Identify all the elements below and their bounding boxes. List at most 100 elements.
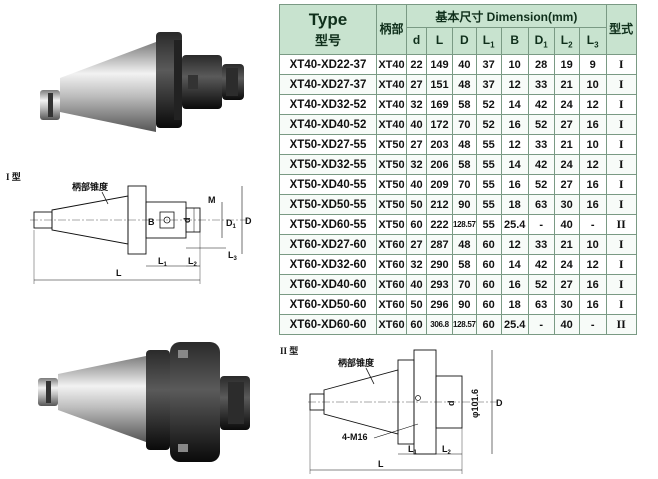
dimension-col-header: D (452, 27, 477, 55)
dimension-cell: 42 (527, 94, 555, 115)
dimension-cell: 32 (406, 94, 427, 115)
dimension-cell: 60 (475, 234, 502, 255)
dimension-cell: 209 (426, 174, 453, 195)
label-d-2: d (446, 401, 456, 407)
dimension-cell: 212 (426, 194, 453, 215)
dimension-col-header: d (406, 27, 427, 55)
drawing-type-1: I 型 柄部锥度 B d M D1 D L3 L1 L2 (6, 171, 252, 284)
model-cell: XT60-XD40-60 (279, 274, 377, 295)
dimension-cell: 90 (452, 194, 477, 215)
dimension-cell: 27 (553, 114, 580, 135)
dimension-cell: 30 (553, 194, 580, 215)
dimension-cell: 25.4 (500, 214, 529, 235)
dimension-cell: 27 (553, 274, 580, 295)
label-d: d (182, 218, 192, 224)
label-L1-2: L1 (408, 444, 418, 456)
label-M: M (208, 195, 216, 205)
dimension-cell: 40 (553, 214, 580, 235)
dimension-cell: 40 (452, 54, 477, 75)
dimension-cell: 48 (452, 74, 477, 95)
dimension-cell: 16 (578, 174, 607, 195)
label-D-2: D (496, 398, 503, 408)
shank-cell: XT60 (376, 314, 407, 335)
model-cell: XT60-XD27-60 (279, 234, 377, 255)
dimension-cell: 14 (500, 154, 529, 175)
type-header-cn: 型号 (314, 33, 341, 48)
dimension-cell: 40 (406, 174, 427, 195)
left-panel: I 型 柄部锥度 B d M D1 D L3 L1 L2 (0, 0, 278, 479)
dimension-cell: 70 (452, 174, 477, 195)
dimension-cell: 40 (553, 314, 580, 335)
form-cell: I (605, 134, 637, 155)
dimension-cell: 306.8 (426, 314, 453, 335)
dimension-col-header: L (426, 27, 453, 55)
dimension-cell: 55 (475, 194, 502, 215)
taper-label-2: 柄部锥度 (338, 357, 375, 368)
dimension-cell: 37 (475, 54, 502, 75)
model-cell: XT50-XD50-55 (279, 194, 377, 215)
form-cell: I (605, 154, 637, 175)
model-cell: XT40-XD22-37 (279, 54, 377, 75)
dimension-cell: 60 (475, 294, 502, 315)
dimension-cell: 27 (406, 134, 427, 155)
dimension-cell: 60 (406, 214, 427, 235)
dimension-cell: 14 (500, 94, 529, 115)
dimension-cell: 21 (553, 134, 580, 155)
dimension-col-header: L2 (553, 27, 580, 55)
dimension-cell: 12 (500, 74, 529, 95)
dimension-cell: 9 (578, 54, 607, 75)
model-cell: XT50-XD60-55 (279, 214, 377, 235)
model-cell: XT60-XD50-60 (279, 294, 377, 315)
dimension-header: 基本尺寸 Dimension(mm) (406, 4, 607, 28)
label-B: B (148, 217, 155, 227)
dimension-cell: 27 (553, 174, 580, 195)
dimension-col-header: L3 (578, 27, 607, 55)
dimension-cell: 33 (527, 74, 555, 95)
dimension-cell: 48 (452, 234, 477, 255)
dimension-cell: 10 (500, 54, 529, 75)
dimension-cell: 149 (426, 54, 453, 75)
dimension-col-header: L1 (475, 27, 502, 55)
shank-cell: XT50 (376, 174, 407, 195)
dimension-cell: - (527, 214, 555, 235)
shank-cell: XT50 (376, 194, 407, 215)
dimension-cell: 24 (553, 154, 580, 175)
model-cell: XT50-XD40-55 (279, 174, 377, 195)
dimension-cell: 290 (426, 254, 453, 275)
dimension-cell: - (527, 314, 555, 335)
dimension-cell: 33 (527, 134, 555, 155)
shank-cell: XT60 (376, 254, 407, 275)
dimension-cell: 50 (406, 194, 427, 215)
dimension-cell: 16 (578, 194, 607, 215)
label-pcd: φ101.6 (470, 389, 480, 418)
shank-cell: XT40 (376, 74, 407, 95)
type-header-en: Type (308, 10, 348, 29)
dimension-cell: 12 (578, 94, 607, 115)
form-cell: I (605, 174, 637, 195)
label-L-2: L (378, 459, 384, 469)
label-L3: L3 (228, 250, 238, 262)
dimension-cell: 30 (553, 294, 580, 315)
dimension-cell: 14 (500, 254, 529, 275)
dimension-cell: 55 (475, 214, 502, 235)
shank-cell: XT50 (376, 214, 407, 235)
shank-cell: XT60 (376, 234, 407, 255)
dimension-cell: 12 (500, 134, 529, 155)
dimension-cell: 42 (527, 254, 555, 275)
dimension-cell: 172 (426, 114, 453, 135)
dimension-cell: 16 (578, 274, 607, 295)
dimension-cell: 16 (500, 114, 529, 135)
dimension-cell: 60 (475, 314, 502, 335)
dimension-cell: 52 (475, 94, 502, 115)
shank-cell: XT40 (376, 54, 407, 75)
dimension-cell: 18 (500, 294, 529, 315)
label-L: L (116, 268, 122, 278)
dimension-cell: 12 (578, 154, 607, 175)
